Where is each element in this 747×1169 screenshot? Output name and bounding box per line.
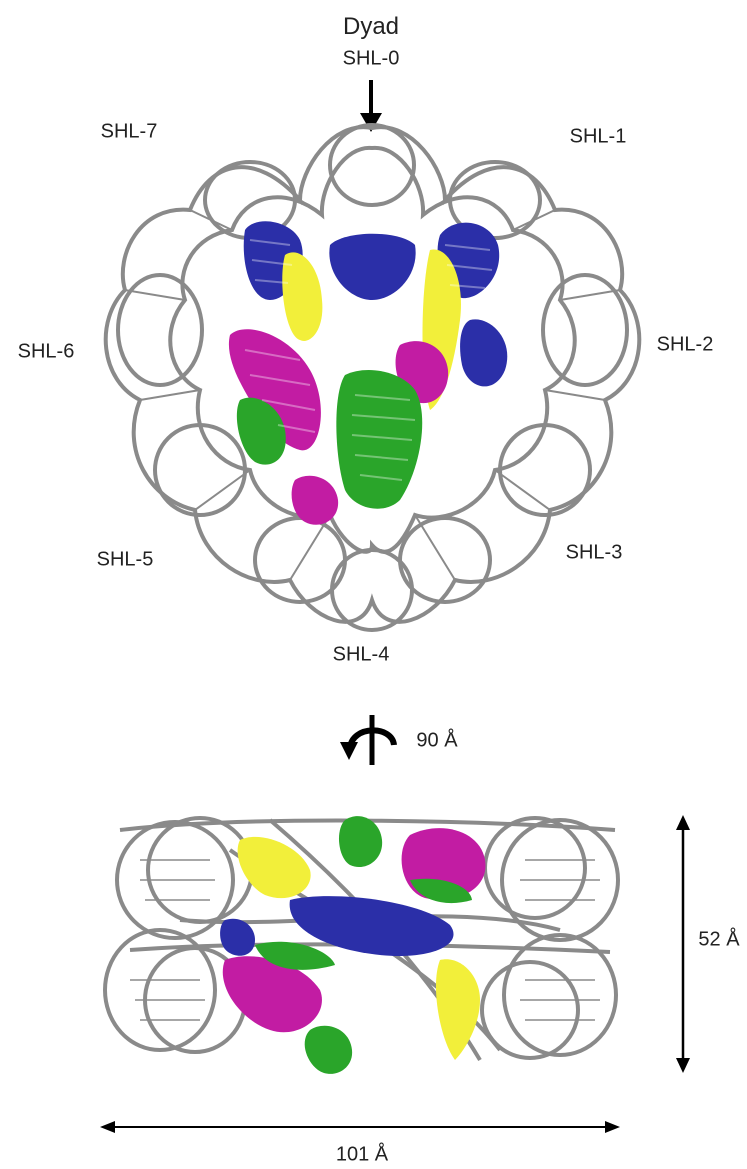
width-dimension-arrow bbox=[100, 1121, 620, 1133]
h3-center bbox=[329, 234, 415, 300]
h2a-side-bottom bbox=[436, 959, 480, 1060]
h4-side-bottom bbox=[305, 1026, 352, 1074]
h3-side bbox=[460, 319, 507, 386]
height-label: 52 Å bbox=[698, 929, 739, 952]
histone-core-side bbox=[220, 816, 485, 1074]
shl-7-label: SHL-7 bbox=[101, 121, 158, 144]
h4-side-top bbox=[339, 816, 382, 867]
shl-2-label: SHL-2 bbox=[657, 334, 714, 357]
shl-6-label: SHL-6 bbox=[18, 341, 75, 364]
rotation-icon bbox=[340, 715, 394, 765]
shl-1-label: SHL-1 bbox=[570, 126, 627, 149]
rotation-label: 90 Å bbox=[416, 730, 457, 753]
histone-core bbox=[229, 221, 507, 524]
shl-5-label: SHL-5 bbox=[97, 549, 154, 572]
h3-side-mid bbox=[290, 896, 454, 956]
side-view bbox=[100, 815, 690, 1133]
width-label: 101 Å bbox=[336, 1144, 388, 1167]
dyad-label: Dyad bbox=[343, 13, 399, 41]
h3-side-small bbox=[220, 919, 255, 956]
shl-3-label: SHL-3 bbox=[566, 542, 623, 565]
shl-0-label: SHL-0 bbox=[343, 48, 400, 71]
shl-4-label: SHL-4 bbox=[333, 644, 390, 667]
top-view bbox=[106, 80, 640, 630]
h2a-left bbox=[282, 252, 322, 341]
height-dimension-arrow bbox=[676, 815, 690, 1073]
